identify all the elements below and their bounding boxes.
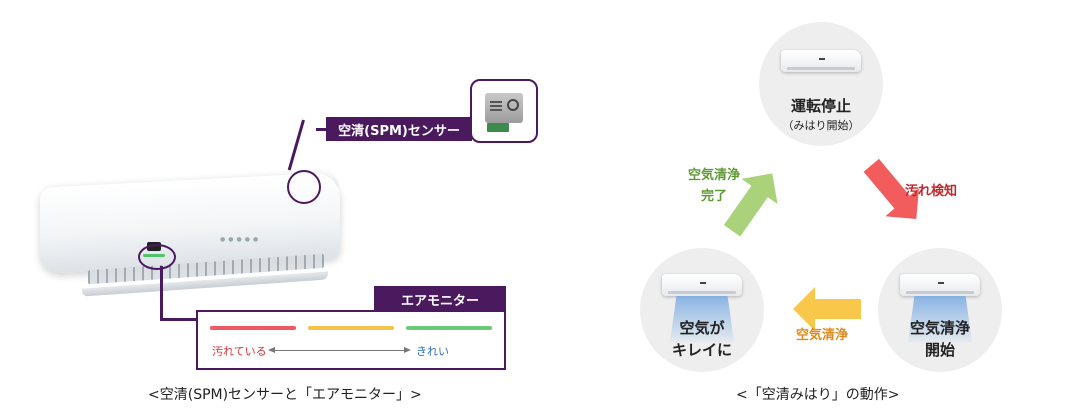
air-monitor-title: エアモニター [374,286,506,312]
node-clean-line1: 空気が [679,319,725,337]
label-done-line1: 空気清浄 [688,168,741,183]
label-detect: 汚れ検知 [905,184,958,199]
node-operation-stop: 運転停止 （みはり開始） [759,22,883,146]
arrow-done-icon [723,173,778,237]
monitor-callout-line-horizontal [160,318,198,321]
node-clean-line2: キレイに [671,340,732,359]
monitor-bar-dirty [210,326,296,330]
sensor-pcb-icon [487,123,509,132]
label-done: 空気清浄 完了 [688,166,740,208]
spm-sensor-highlight-circle [287,170,321,204]
spm-sensor-photo [470,79,538,143]
monitor-dirty-label: 汚れている [212,345,267,358]
monitor-bar-clean [406,326,492,330]
airflow-icon [670,296,734,342]
spm-sensor-label: 空清(SPM)センサー [326,117,472,141]
node-purify-start: 空気清浄 開始 [878,248,1002,372]
node-start-line1: 空気清浄 [909,319,970,337]
monitor-scale-arrow [270,350,408,351]
node-ac-unit-icon [781,50,861,72]
sensor-module-icon [485,93,523,123]
node-clean-text: 空気が キレイに [640,318,764,362]
node-stop-title: 運転停止 [790,97,851,115]
arrow-right-icon [404,347,411,353]
sensor-fan-icon [507,99,519,111]
right-caption: <「空清みはり」の動作> [736,387,900,403]
node-ac-unit-icon [662,274,742,296]
monitor-bar-medium [308,326,394,330]
node-stop-text: 運転停止 （みはり開始） [759,96,883,134]
air-monitor-highlight-circle [138,244,176,270]
node-ac-unit-icon [900,274,980,296]
arrow-left-icon [268,347,275,353]
monitor-callout-line [160,266,163,320]
node-start-text: 空気清浄 開始 [878,318,1002,362]
sensor-grill-icon [490,101,502,111]
label-purify: 空気清浄 [796,328,849,343]
arrow-detect-icon [863,158,919,219]
node-start-line2: 開始 [924,340,955,359]
left-caption: <空清(SPM)センサーと「エアモニター」> [148,387,422,403]
monitor-clean-label: きれい [416,345,449,358]
node-stop-subtitle: （みはり開始） [782,118,860,132]
node-air-clean: 空気が キレイに [640,248,764,372]
arrow-purify-icon [793,287,861,331]
label-done-line2: 完了 [701,188,728,204]
spm-callout-line-horizontal [316,128,328,131]
air-monitor-panel [196,310,506,370]
airflow-icon [908,296,972,342]
ac-indicator-dots: ●●●●● [220,236,262,243]
